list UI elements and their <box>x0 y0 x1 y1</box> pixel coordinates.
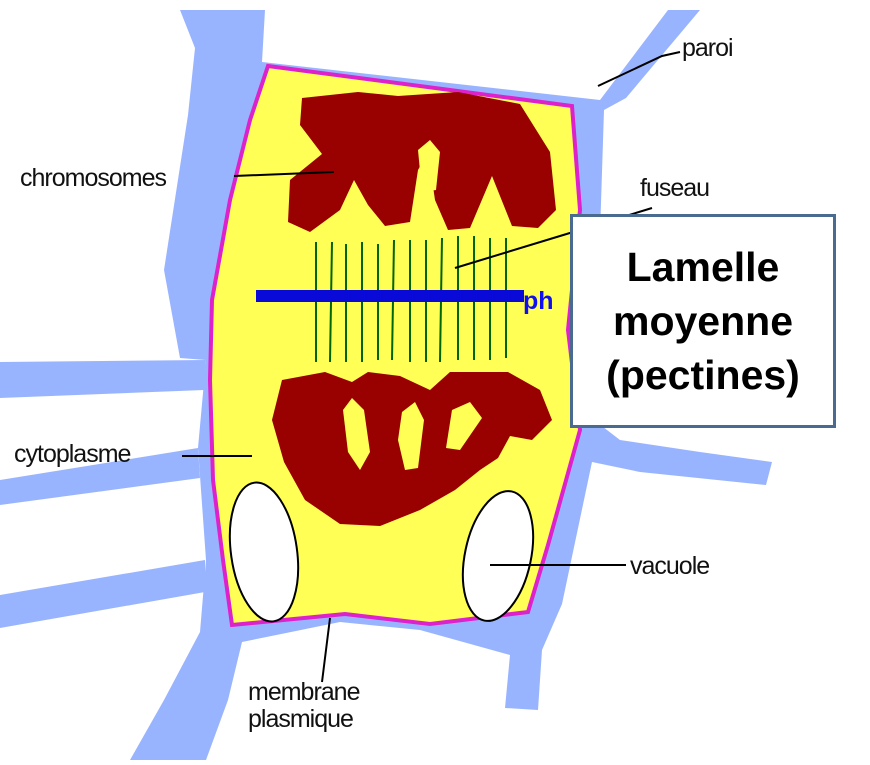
callout-line-2: moyenne <box>613 294 793 348</box>
membrane-label-line2: plasmique <box>248 705 353 733</box>
callout-line-1: Lamelle <box>627 240 780 294</box>
metaphase-plate <box>256 290 524 302</box>
lamelle-moyenne-callout: Lamelle moyenne (pectines) <box>570 214 836 428</box>
paroi-label: paroi <box>682 34 733 62</box>
cytoplasme-label: cytoplasme <box>14 440 131 468</box>
vacuole-label: vacuole <box>630 552 709 580</box>
phase-label-fragment: ph <box>523 287 554 315</box>
fuseau-label: fuseau <box>640 174 709 202</box>
membrane-leader <box>322 618 330 682</box>
membrane-label-line1: membrane <box>248 678 360 706</box>
chromosomes-label: chromosomes <box>20 164 166 192</box>
callout-line-3: (pectines) <box>606 348 800 402</box>
